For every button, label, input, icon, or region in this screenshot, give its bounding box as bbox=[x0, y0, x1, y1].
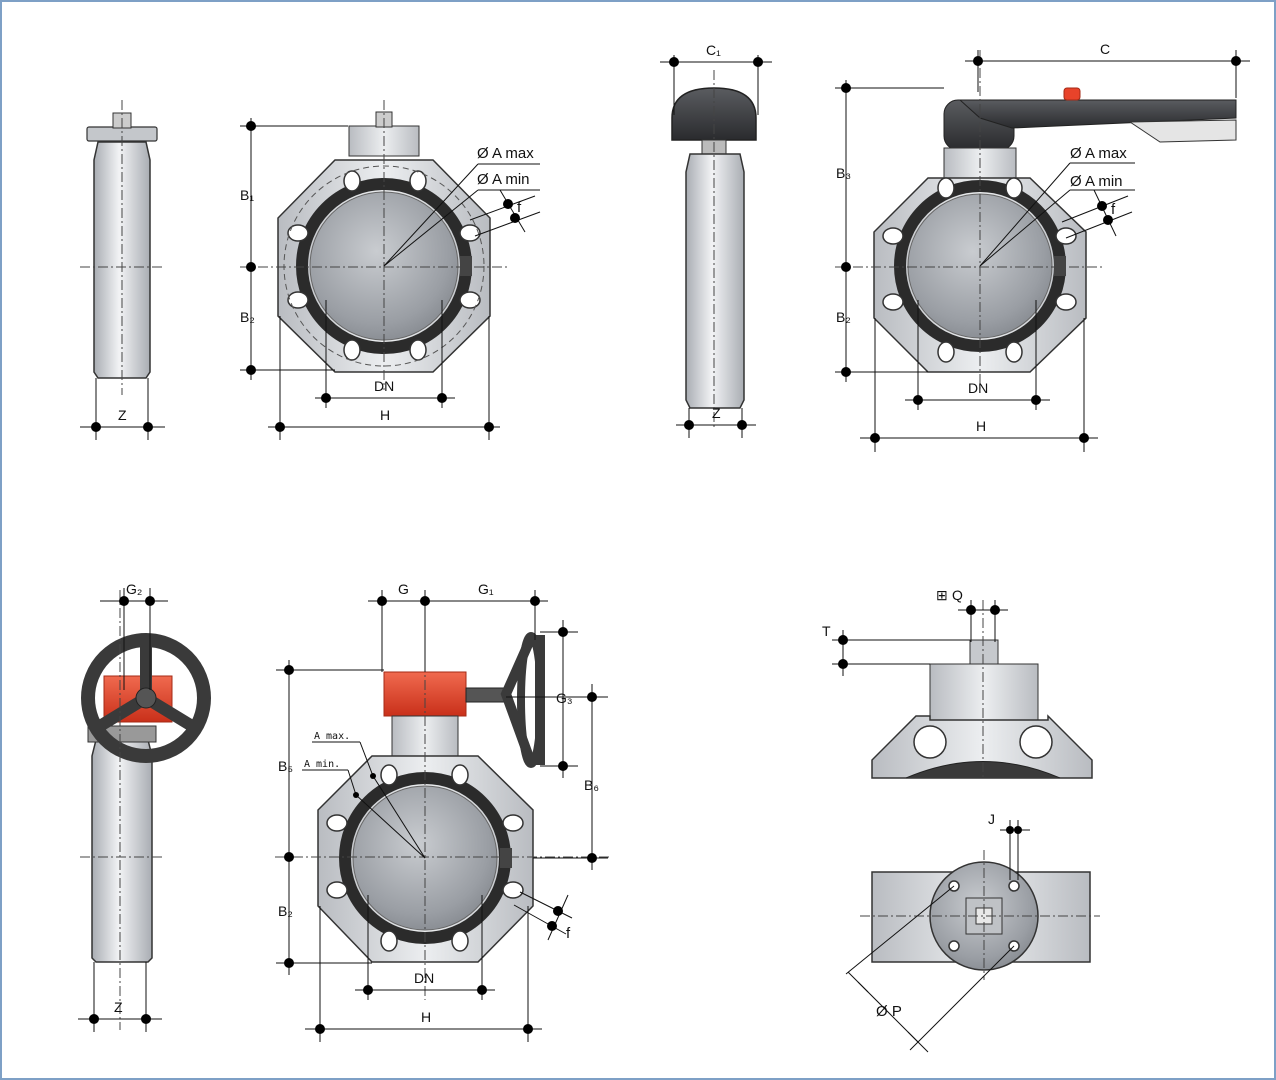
flange-detail-stem bbox=[969, 639, 999, 665]
label-dn: DN bbox=[374, 378, 394, 394]
label-t: T bbox=[822, 623, 831, 639]
label-a-max-2: Ø A max bbox=[1070, 145, 1127, 162]
front-view-2-bolt-holes bbox=[882, 177, 1077, 363]
label-h: H bbox=[380, 407, 390, 423]
label-f-2: f bbox=[1111, 201, 1116, 218]
front-view-1-bolt-holes bbox=[287, 170, 481, 361]
label-b3: B₃ bbox=[836, 165, 851, 181]
label-b1: B₁ bbox=[240, 187, 254, 203]
label-z: Z bbox=[118, 407, 127, 423]
q-square-icon: ⊞ bbox=[936, 587, 948, 603]
side-view-3-handwheel bbox=[81, 633, 211, 763]
label-z-2: Z bbox=[712, 405, 721, 421]
label-g2: G₂ bbox=[126, 581, 142, 597]
label-a-min-2: Ø A min bbox=[1070, 173, 1123, 190]
label-p: Ø P bbox=[876, 1003, 902, 1020]
label-a-min: Ø A min bbox=[477, 171, 530, 188]
side-view-2-body bbox=[685, 153, 745, 409]
label-h-3: H bbox=[421, 1009, 431, 1025]
label-h-2: H bbox=[976, 418, 986, 434]
label-a-min-small: A min. bbox=[304, 759, 340, 770]
label-b2-3: B₂ bbox=[278, 903, 293, 919]
label-a-max: Ø A max bbox=[477, 145, 534, 162]
label-b5: B₅ bbox=[278, 758, 293, 774]
label-g1: G₁ bbox=[478, 581, 494, 597]
label-q: Q bbox=[952, 587, 963, 603]
label-g3: G₃ bbox=[556, 690, 573, 706]
front-view-2-lever-grip bbox=[1128, 119, 1237, 143]
label-dn-3: DN bbox=[414, 970, 434, 986]
side-view-3: G₂ Z bbox=[78, 581, 211, 1032]
side-view-3-body bbox=[91, 739, 153, 963]
label-b2-2: B₂ bbox=[836, 309, 851, 325]
label-j: J bbox=[988, 811, 995, 827]
front-view-2-lever-trigger bbox=[1063, 87, 1081, 101]
side-view-2: C₁ Z bbox=[660, 42, 772, 438]
label-b2: B₂ bbox=[240, 309, 255, 325]
label-f-1: f bbox=[517, 199, 522, 216]
label-g: G bbox=[398, 581, 409, 597]
front-view-1: B₁ B₂ DN H Ø A max Ø A min f bbox=[240, 100, 541, 440]
label-b6: B₆ bbox=[584, 777, 599, 793]
front-view-3: G G₁ G₃ B₆ B₅ B₂ DN H A max. A min. bbox=[275, 581, 610, 1042]
label-dn-2: DN bbox=[968, 380, 988, 396]
top-plan-view: J Ø P bbox=[845, 811, 1100, 1053]
label-f-3: f bbox=[566, 925, 571, 942]
label-z-3: Z bbox=[114, 999, 123, 1015]
label-a-max-small: A max. bbox=[314, 731, 350, 742]
side-view-1: Z bbox=[80, 100, 165, 440]
label-c1: C₁ bbox=[706, 42, 721, 58]
front-view-3-bolt-holes bbox=[326, 764, 524, 952]
side-view-1-body bbox=[93, 141, 151, 379]
flange-detail: ⊞ Q T bbox=[822, 587, 1093, 780]
front-view-2: C B₃ B₂ DN H Ø A max Ø A min f bbox=[835, 41, 1250, 452]
label-c: C bbox=[1100, 41, 1110, 57]
